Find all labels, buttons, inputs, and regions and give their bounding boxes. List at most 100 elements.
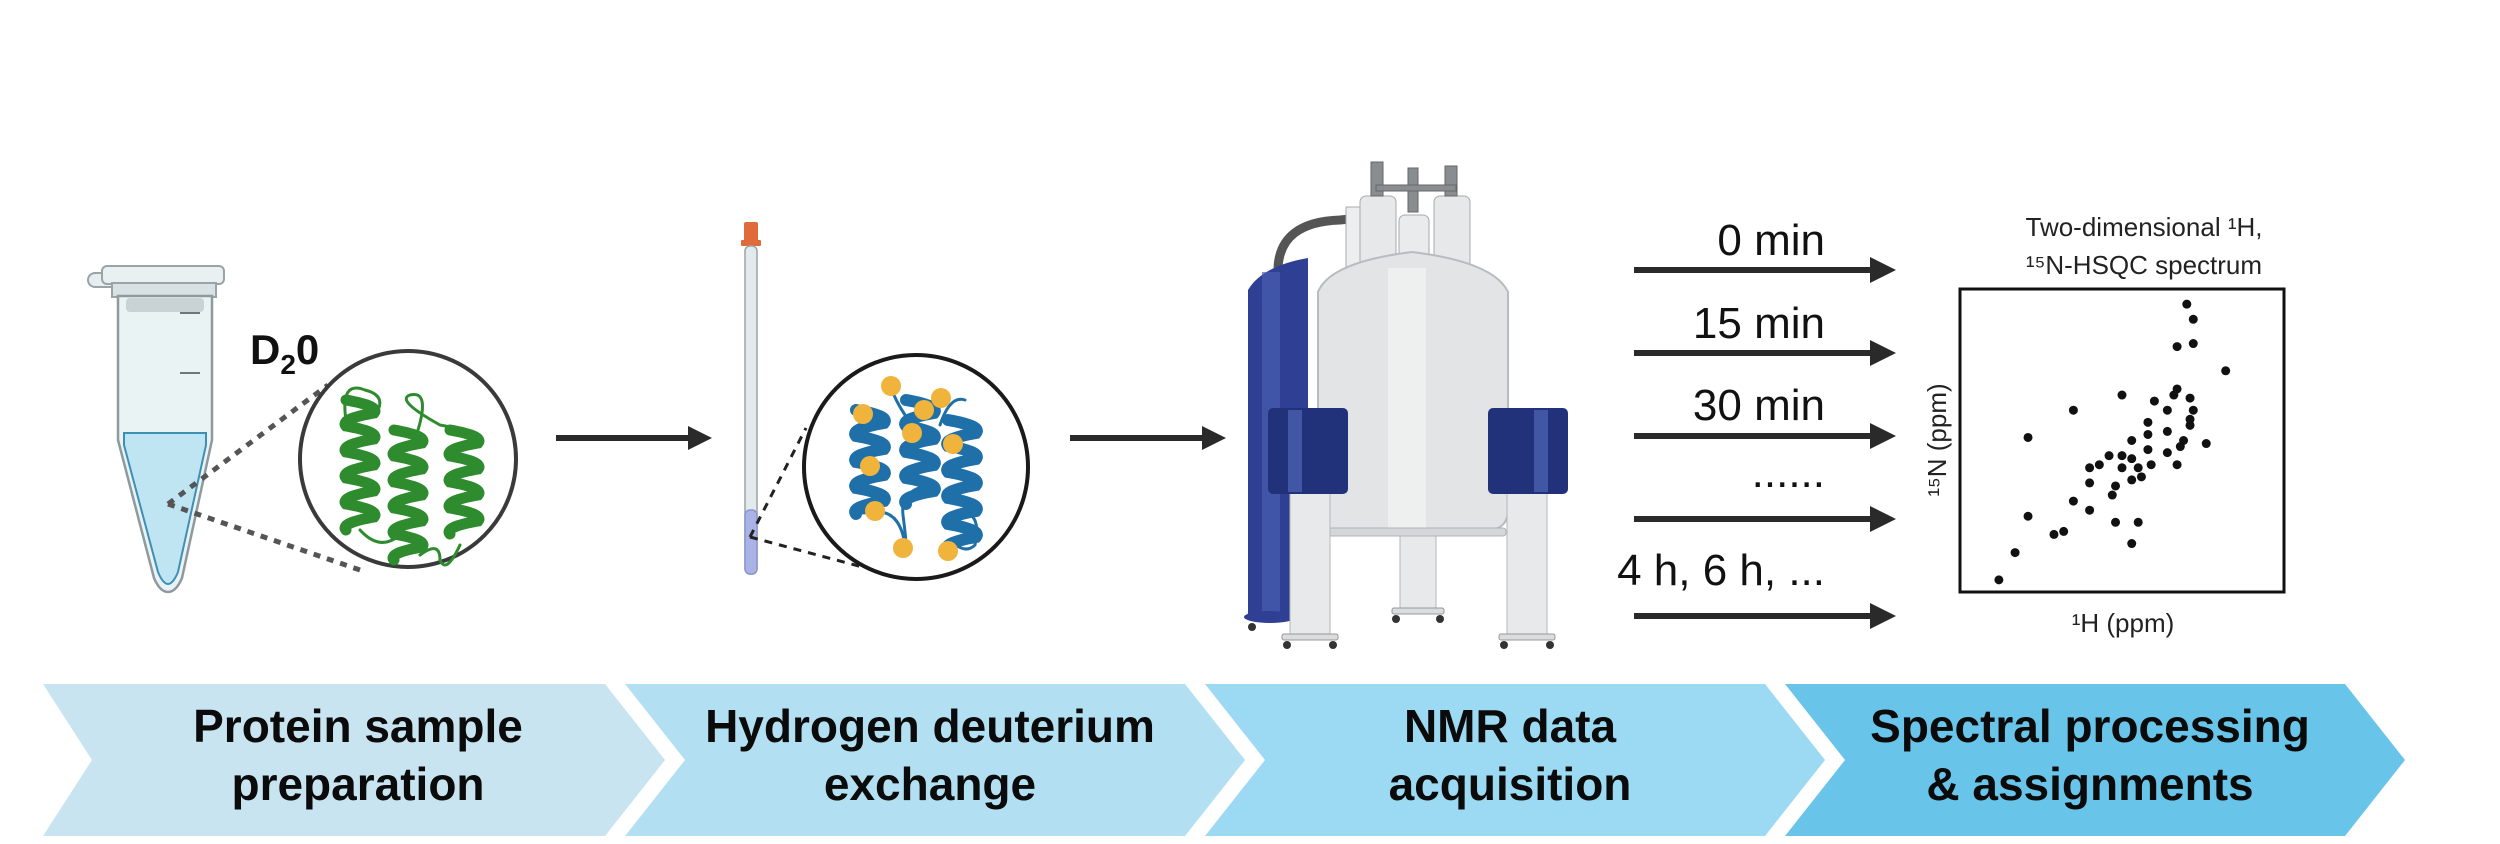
deuteron-marker: [938, 541, 958, 561]
deuteron-marker: [860, 456, 880, 476]
hsqc-peak: [2104, 451, 2114, 461]
hsqc-peak: [2127, 454, 2137, 464]
workflow-banner: Protein sample preparation Hydrogen deut…: [43, 684, 2405, 836]
hsqc-peak: [2162, 405, 2172, 415]
deuteron-marker: [853, 404, 873, 424]
hsqc-peak: [2117, 451, 2127, 461]
hsqc-peak: [2085, 463, 2095, 473]
deuteron-marker: [893, 538, 913, 558]
timepoint-arrow: 4 h, 6 h, ...: [1617, 546, 1896, 629]
hsqc-peak: [2059, 526, 2069, 536]
arrow-head: [1870, 603, 1896, 629]
hsqc-peak: [2172, 342, 2182, 352]
helix-segment: [849, 404, 891, 520]
step-chevron-4: [1785, 684, 2405, 836]
hsqc-peak: [2162, 426, 2172, 436]
hsqc-peak: [2127, 475, 2137, 485]
step-3-label-line2: acquisition: [1389, 758, 1632, 810]
timepoint-label: 30 min: [1693, 381, 1825, 430]
timepoint-arrow: 30 min: [1634, 381, 1896, 449]
spectrum-peaks: [1994, 299, 2231, 585]
hsqc-peak: [2023, 432, 2033, 442]
hsqc-peak: [2085, 505, 2095, 515]
hsqc-peak: [2133, 463, 2143, 473]
spectrum-title-line1: Two-dimensional ¹H,: [2026, 212, 2263, 242]
spectrum-x-axis-label: ¹H (ppm): [2072, 608, 2175, 638]
step-chevron-3: [1205, 684, 1825, 836]
hsqc-peak: [1994, 575, 2004, 585]
hsqc-peak: [2143, 445, 2153, 455]
arrow-head: [1870, 340, 1896, 366]
process-arrow-2: [1070, 426, 1226, 450]
arrow-head: [1870, 506, 1896, 532]
step-1-label-line1: Protein sample: [193, 700, 523, 752]
deuteron-marker: [902, 423, 922, 443]
hsqc-peak: [2162, 448, 2172, 458]
hsqc-peak: [2023, 511, 2033, 521]
hsqc-peak: [2136, 472, 2146, 482]
protein-helix-green-icon: [339, 386, 485, 567]
hsqc-peak: [2172, 460, 2182, 470]
nmr-spectrometer-icon: [1244, 161, 1568, 649]
hsqc-peak: [2068, 405, 2078, 415]
zoom-lines-2: [748, 427, 867, 570]
timepoint-label: 4 h, 6 h, ...: [1617, 546, 1825, 595]
hsqc-peak: [2149, 396, 2159, 406]
deuteron-marker: [914, 400, 934, 420]
hsqc-peak: [2127, 436, 2137, 445]
hsqc-peak: [2117, 390, 2127, 400]
helix-segment: [387, 424, 429, 566]
spectrum-y-axis-label: ¹⁵N (ppm): [1922, 383, 1952, 496]
hsqc-peak: [2188, 405, 2198, 415]
hsqc-peak: [2111, 517, 2121, 527]
hsqc-peak: [2107, 490, 2117, 500]
loop: [948, 513, 979, 551]
timepoint-arrow: 0 min: [1634, 216, 1896, 283]
deuteron-marker: [881, 376, 901, 396]
timepoint-label: 15 min: [1693, 299, 1825, 348]
timepoint-label: ......: [1752, 448, 1825, 497]
hsqc-peak: [2143, 417, 2153, 427]
d2o-label: D20: [250, 326, 319, 380]
loop: [358, 528, 462, 567]
step-2-label-line2: exchange: [824, 758, 1036, 810]
hsqc-peak: [2049, 529, 2059, 539]
spectrum-plot-frame: [1958, 287, 2286, 594]
hsqc-peak: [2068, 496, 2078, 506]
hsqc-peak: [2010, 548, 2020, 558]
hsqc-peak: [2182, 299, 2192, 309]
hsqc-peak: [2185, 393, 2195, 403]
timepoint-arrow: ......: [1634, 448, 1896, 532]
hsqc-peak: [2188, 339, 2198, 349]
eppendorf-tube-icon: [87, 265, 225, 594]
loop: [343, 386, 382, 422]
hsqc-peak: [2111, 481, 2121, 491]
timepoint-arrow: 15 min: [1634, 299, 1896, 366]
zoom-lines-1: [166, 382, 361, 573]
hsqc-peak: [2085, 478, 2095, 488]
hsqc-peak: [2185, 414, 2195, 424]
hsqc-peak: [2179, 436, 2189, 445]
nmr-tube-icon: [741, 222, 761, 575]
hsqc-peak: [2146, 460, 2156, 470]
hsqc-peak: [2172, 384, 2182, 394]
arrow-head: [1870, 257, 1896, 283]
hsqc-peak: [2221, 366, 2231, 376]
step-4-label-line1: Spectral processing: [1870, 700, 2310, 752]
step-1-label-line2: preparation: [231, 758, 484, 810]
deuteron-marker: [931, 388, 951, 408]
spectrum-title-line2: ¹⁵N-HSQC spectrum: [2026, 250, 2262, 280]
hsqc-peak: [2094, 460, 2104, 470]
hsqc-peak: [2133, 517, 2143, 527]
deuteron-marker: [943, 434, 963, 454]
step-chevron-1: [43, 684, 665, 836]
protein-helix-blue-icon: [849, 376, 983, 561]
process-arrow-1: [556, 426, 712, 450]
arrow-head: [1870, 423, 1896, 449]
timepoint-label: 0 min: [1717, 216, 1825, 265]
step-4-label-line2: & assignments: [1926, 758, 2253, 810]
hsqc-peak: [2117, 463, 2127, 473]
hsqc-peak: [2143, 429, 2153, 439]
hsqc-peak: [2127, 539, 2137, 549]
